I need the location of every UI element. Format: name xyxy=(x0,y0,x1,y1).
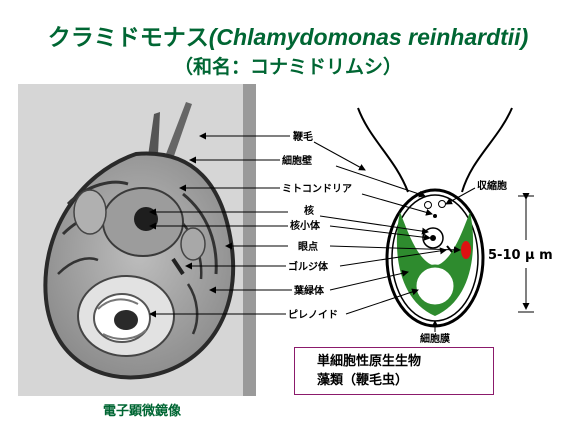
label-flagellum: 鞭毛 xyxy=(293,130,313,143)
label-contractile-vacuole: 収縮胞 xyxy=(477,179,507,192)
classification-box: 単細胞性原生生物 藻類（鞭毛虫） xyxy=(294,347,494,395)
classification-line-2: 藻類（鞭毛虫） xyxy=(317,373,409,388)
size-scale xyxy=(518,193,534,313)
leader-lines xyxy=(149,132,476,332)
label-cell-membrane: 細胞膜 xyxy=(420,332,450,345)
title-japanese: クラミドモナス xyxy=(47,25,209,51)
page-subtitle: （和名：コナミドリムシ） xyxy=(173,56,402,78)
label-chloroplast: 葉緑体 xyxy=(293,284,325,297)
classification-line-1: 単細胞性原生生物 xyxy=(317,354,422,369)
label-nucleolus: 核小体 xyxy=(290,219,321,232)
contractile-vacuole-2 xyxy=(438,200,446,208)
flagellum-left xyxy=(357,107,409,193)
micrograph-caption: 電子顕微鏡像 xyxy=(102,404,181,419)
label-pyrenoid: ピレノイド xyxy=(288,309,338,321)
schematic-pyrenoid xyxy=(413,264,457,308)
size-label: 5-10 μ m xyxy=(488,248,553,263)
flagellum-right xyxy=(461,107,513,193)
label-nucleus: 核 xyxy=(304,204,314,217)
page-title: クラミドモナス(Chlamydomonas reinhardtii) xyxy=(0,22,576,53)
schematic-cell xyxy=(357,107,513,328)
schematic-eyespot xyxy=(461,241,471,259)
contractile-vacuole-1 xyxy=(424,201,432,209)
label-cell-wall: 細胞壁 xyxy=(282,154,312,167)
schematic-mitochondria xyxy=(433,214,437,218)
schematic-golgi xyxy=(446,245,453,253)
label-mitochondria: ミトコンドリア xyxy=(282,183,352,195)
label-eyespot: 眼点 xyxy=(298,240,318,253)
schematic-nucleolus xyxy=(430,235,436,241)
label-golgi: ゴルジ体 xyxy=(288,260,329,273)
title-scientific-name: (Chlamydomonas reinhardtii) xyxy=(208,24,529,50)
